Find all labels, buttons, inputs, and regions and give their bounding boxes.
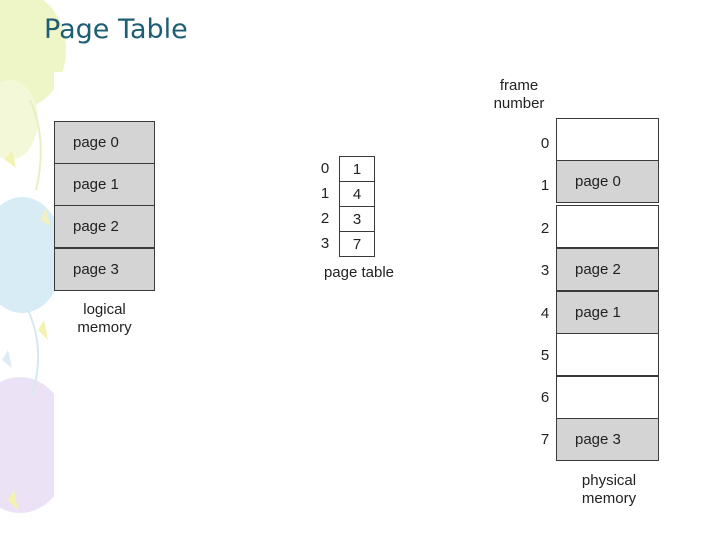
logical-memory-caption-line2: memory <box>54 319 155 337</box>
logical-page-cell: page 3 <box>54 248 155 291</box>
logical-page-cell: page 2 <box>54 205 155 248</box>
page-table-entry: 3 <box>339 206 375 232</box>
logical-page-label: page 3 <box>73 261 119 278</box>
physical-frame-cell <box>556 118 659 161</box>
logical-page-label: page 2 <box>73 218 119 235</box>
page-table-index: 0 <box>314 160 336 178</box>
physical-frame-label: page 3 <box>575 431 621 448</box>
frame-number-header-line2: number <box>474 95 564 113</box>
page-table-entry: 4 <box>339 181 375 207</box>
frame-number: 7 <box>534 431 556 449</box>
page-table-frame-value: 1 <box>353 161 361 178</box>
frame-number: 6 <box>534 389 556 407</box>
physical-frame-label: page 2 <box>575 261 621 278</box>
frame-number-header-line1: frame <box>474 77 564 95</box>
logical-page-label: page 0 <box>73 134 119 151</box>
frame-number: 1 <box>534 177 556 195</box>
page-table-entry: 1 <box>339 156 375 182</box>
slide-title: Page Table <box>44 14 188 45</box>
page-table-frame-value: 4 <box>353 186 361 203</box>
physical-memory-caption-line1: physical <box>559 472 659 490</box>
physical-frame-cell <box>556 205 659 248</box>
frame-number: 0 <box>534 135 556 153</box>
physical-frame-cell <box>556 376 659 419</box>
logical-memory-caption: logical memory <box>54 301 155 337</box>
frame-number-header: frame number <box>474 77 564 113</box>
page-table-entry: 7 <box>339 231 375 257</box>
physical-memory-caption: physical memory <box>559 472 659 508</box>
physical-frame-cell: page 3 <box>556 418 659 461</box>
physical-frame-cell <box>556 333 659 376</box>
page-table-diagram: page 0 page 1 page 2 page 3 logical memo… <box>54 72 720 540</box>
logical-memory-caption-line1: logical <box>54 301 155 319</box>
confetti-shape <box>38 320 48 340</box>
logical-page-cell: page 0 <box>54 121 155 164</box>
page-table-index: 1 <box>314 185 336 203</box>
physical-frame-label: page 1 <box>575 304 621 321</box>
logical-page-cell: page 1 <box>54 163 155 206</box>
page-table-index: 3 <box>314 235 336 253</box>
page-table-frame-value: 3 <box>353 211 361 228</box>
confetti-shape <box>2 350 12 368</box>
physical-frame-cell: page 0 <box>556 160 659 203</box>
frame-number: 2 <box>534 220 556 238</box>
page-table-index: 2 <box>314 210 336 228</box>
frame-number: 5 <box>534 347 556 365</box>
frame-number: 4 <box>534 305 556 323</box>
page-table-frame-value: 7 <box>353 236 361 253</box>
page-table-caption: page table <box>304 264 414 282</box>
logical-page-label: page 1 <box>73 176 119 193</box>
physical-frame-label: page 0 <box>575 173 621 190</box>
physical-frame-cell: page 1 <box>556 291 659 334</box>
frame-number: 3 <box>534 262 556 280</box>
physical-memory-caption-line2: memory <box>559 490 659 508</box>
physical-frame-cell: page 2 <box>556 248 659 291</box>
